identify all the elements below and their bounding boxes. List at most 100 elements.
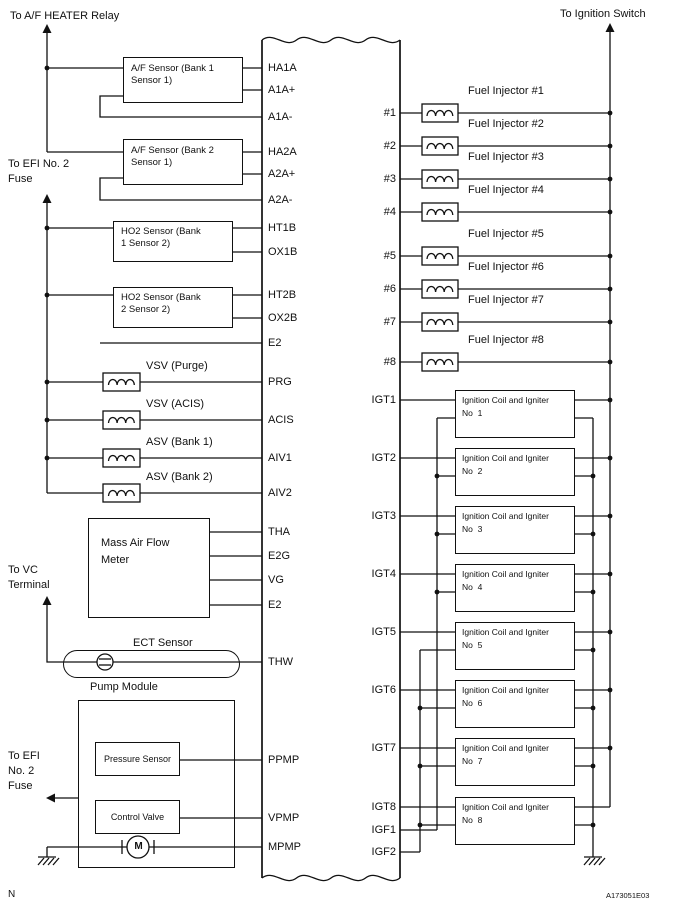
ecm-pin-IGT8: IGT8 [371, 801, 396, 813]
injector-label-3: Fuel Injector #3 [468, 151, 544, 163]
ground-icon [52, 857, 60, 866]
pressure-sensor-label: Pressure Sensor [103, 754, 172, 764]
to-efi-fuse-arrow [42, 194, 52, 203]
junction-dot [607, 629, 613, 635]
af-sensor-bank2-line2: Sensor 1) [131, 156, 173, 168]
to-vc-terminal-arrow [42, 596, 52, 605]
pump-module-box [78, 700, 235, 868]
ho2-sensor-bank2-box: HO2 Sensor (Bank 2 Sensor 2) [113, 287, 233, 328]
ecm-pin-IGT1: IGT1 [371, 394, 396, 406]
doc-code: A173051E03 [606, 891, 650, 900]
igniter-label-line1: Ignition Coil and Igniter [462, 453, 549, 463]
label-vc-terminal-line2: Terminal [8, 579, 50, 591]
vsv-coil-icon [107, 454, 135, 462]
ecm-pin-HT2B: HT2B [268, 289, 297, 301]
ecm-pin-OX2B: OX2B [268, 312, 298, 324]
injector-coil-icon [426, 109, 454, 117]
junction-dot [434, 589, 440, 595]
junction-dot [44, 379, 50, 385]
junction-dot [590, 705, 596, 711]
maf-meter-line1: Mass Air Flow [101, 537, 170, 549]
ecm-pin-PPMP: PPMP [268, 754, 300, 766]
ecm-pin-VG: VG [268, 574, 284, 586]
page-note-letter: N [8, 889, 16, 900]
ecm-pin-MPMP: MPMP [268, 841, 301, 853]
injector-label-6: Fuel Injector #6 [468, 261, 544, 273]
injector-coil-icon [426, 285, 454, 293]
to-ignition-switch-arrow [605, 23, 615, 32]
ecm-pin-HA1A: HA1A [268, 62, 297, 74]
ect-sensor-envelope [63, 650, 240, 678]
igniter-label-line2: No 8 [462, 815, 483, 825]
ecm-pin-A2A+: A2A+ [268, 168, 296, 180]
junction-dot [607, 253, 613, 259]
af-sensor-bank1-line1: A/F Sensor (Bank 1 [131, 63, 214, 74]
igniter-label-line2: No 3 [462, 524, 483, 534]
junction-dot [607, 359, 613, 365]
igniter-label-line1: Ignition Coil and Igniter [462, 743, 549, 753]
maf-meter-box: Mass Air Flow Meter [88, 518, 210, 618]
ecm-pin-E2G: E2G [268, 550, 291, 562]
wire [99, 95, 262, 118]
igniter-label-line1: Ignition Coil and Igniter [462, 569, 549, 579]
igniter-label-line2: No 6 [462, 698, 483, 708]
junction-dot [607, 745, 613, 751]
ecm-pin-#7: #7 [383, 316, 396, 328]
injector-label-1: Fuel Injector #1 [468, 85, 544, 97]
junction-dot [607, 687, 613, 693]
ho2-sensor-bank1-box: HO2 Sensor (Bank 1 Sensor 2) [113, 221, 233, 262]
ecm-pin-IGT4: IGT4 [371, 568, 396, 580]
wire [99, 177, 262, 201]
junction-dot [434, 473, 440, 479]
ecm-pin-THW: THW [268, 656, 294, 668]
igniter-label-line1: Ignition Coil and Igniter [462, 395, 549, 405]
igniter-box-7: Ignition Coil and Igniter No 7 [455, 738, 575, 786]
ecm-pin-HT1B: HT1B [268, 222, 297, 234]
wire [46, 602, 63, 663]
junction-dot [44, 292, 50, 298]
junction-dot [607, 110, 613, 116]
junction-dot [590, 647, 596, 653]
label-to-ignition-switch: To Ignition Switch [560, 8, 646, 20]
asv-bank1-label: ASV (Bank 1) [146, 436, 213, 448]
igniter-label-line1: Ignition Coil and Igniter [462, 627, 549, 637]
ground-icon [593, 857, 601, 866]
pump-motor-icon [126, 835, 150, 859]
junction-dot [607, 397, 613, 403]
ground-icon [598, 857, 606, 866]
vsv-coil-icon [107, 416, 135, 424]
ecm-pin-A1A-: A1A- [268, 111, 293, 123]
control-valve-label: Control Valve [110, 812, 165, 822]
to-efi-fuse-bottom-arrow [46, 793, 55, 803]
vsv-coil-icon [107, 378, 135, 386]
junction-dot [590, 589, 596, 595]
ecm-torn-edge [261, 874, 401, 882]
junction-dot [44, 417, 50, 423]
igniter-label-line2: No 7 [462, 756, 483, 766]
vsv-coil-box [102, 372, 141, 392]
ecm-pin-HA2A: HA2A [268, 146, 297, 158]
ecm-pin-IGT5: IGT5 [371, 626, 396, 638]
ecm-pin-#4: #4 [383, 206, 396, 218]
label-efi-fuse-bottom-line1: To EFI [8, 750, 40, 762]
ecm-pin-#2: #2 [383, 140, 396, 152]
ecm-torn-edge [261, 36, 401, 44]
junction-dot [590, 473, 596, 479]
pump-module-label: Pump Module [90, 681, 158, 693]
ecm-pin-THA: THA [268, 526, 290, 538]
ground-icon [588, 857, 596, 866]
ecm-pin-#5: #5 [383, 250, 396, 262]
ho2-sensor-bank1-line1: HO2 Sensor (Bank [121, 226, 201, 237]
injector-coil-icon [426, 175, 454, 183]
injector-coil-icon [426, 208, 454, 216]
ecm-pin-IGT3: IGT3 [371, 510, 396, 522]
ect-sensor-label: ECT Sensor [133, 637, 193, 649]
vsv-purge-label: VSV (Purge) [146, 360, 208, 372]
junction-dot [44, 65, 50, 71]
